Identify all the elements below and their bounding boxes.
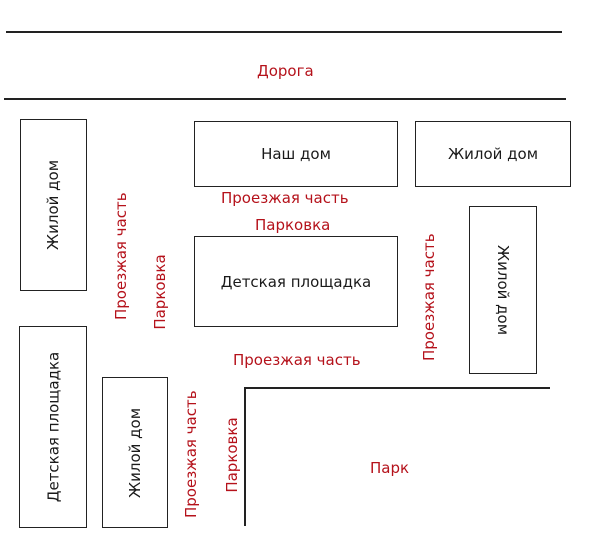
residential-right: Жилой дом — [469, 206, 537, 374]
driveway-bottom-label: Проезжая часть — [182, 390, 200, 518]
playground-left-label: Детская площадка — [44, 351, 62, 503]
driveway-right-label: Проезжая часть — [420, 233, 438, 361]
residential-bottom-left: Жилой дом — [102, 377, 168, 528]
road-label: Дорога — [257, 62, 314, 80]
playground-center: Детская площадка — [194, 236, 398, 327]
driveway-middle-label: Проезжая часть — [233, 351, 361, 369]
park-label: Парк — [370, 459, 410, 477]
our-house-label: Наш дом — [261, 145, 331, 163]
residential-right-label: Жилой дом — [494, 244, 512, 336]
driveway-left-label: Проезжая часть — [112, 192, 130, 320]
road-bottom-line — [4, 98, 566, 100]
playground-center-label: Детская площадка — [220, 272, 372, 291]
residential-top-right: Жилой дом — [415, 121, 571, 187]
playground-left: Детская площадка — [19, 326, 87, 528]
park-top-line — [244, 387, 550, 389]
our-house: Наш дом — [194, 121, 398, 187]
residential-left: Жилой дом — [20, 119, 87, 291]
parking-left-label: Парковка — [151, 254, 169, 330]
parking-bottom-label: Парковка — [223, 417, 241, 493]
park-left-line — [244, 387, 246, 526]
residential-left-label: Жилой дом — [44, 159, 63, 251]
parking-top-label: Парковка — [255, 216, 331, 234]
driveway-top-label: Проезжая часть — [221, 189, 349, 207]
residential-top-right-label: Жилой дом — [447, 145, 539, 163]
residential-bottom-left-label: Жилой дом — [126, 407, 144, 498]
road-top-line — [6, 31, 562, 33]
